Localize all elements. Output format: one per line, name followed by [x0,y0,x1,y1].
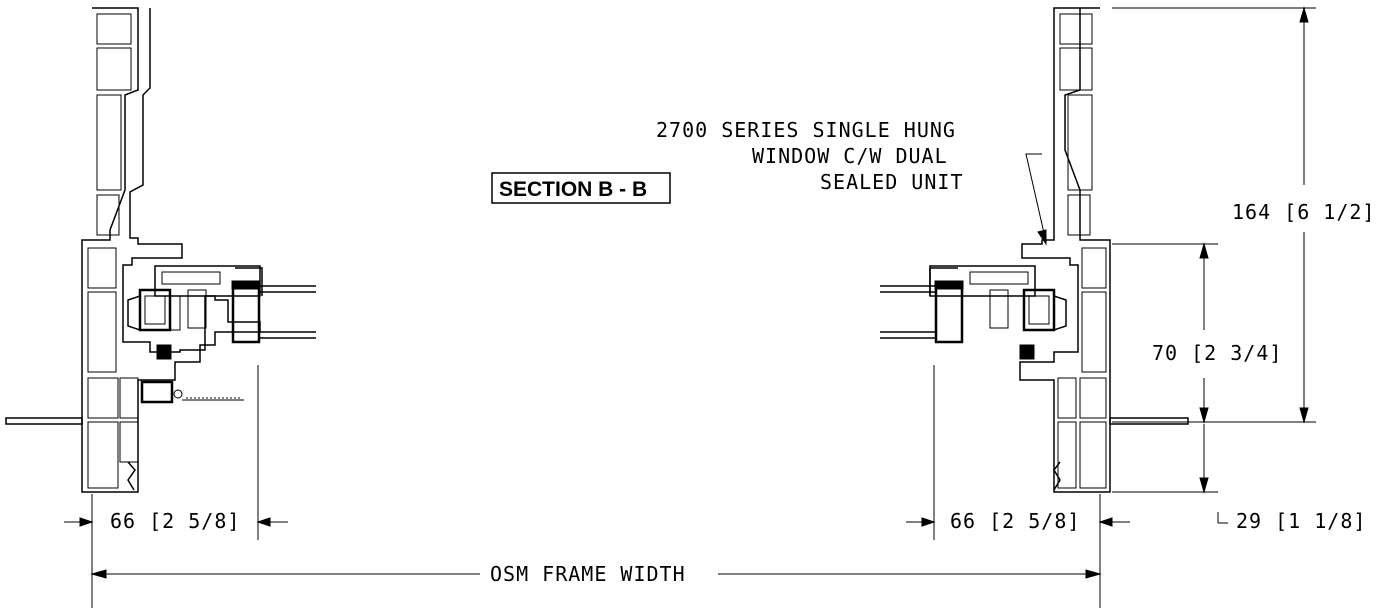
section-title: SECTION B - B [499,178,647,201]
callout-line-2: WINDOW C/W DUAL [752,144,948,168]
dim-sash-height: 70 [2 3/4] [1152,341,1282,365]
left-jamb-profile [5,7,316,493]
dim-left-frame: 66 [2 5/8] [110,509,240,533]
callout-line-1: 2700 SERIES SINGLE HUNG [656,118,956,142]
dimension-lines [64,6,1316,608]
dim-overall-height: 164 [6 1/2] [1232,200,1375,224]
callout-line-3: SEALED UNIT [820,170,963,194]
dim-sill-height: 29 [1 1/8] [1236,509,1366,533]
dim-right-frame: 66 [2 5/8] [950,509,1080,533]
right-jamb-profile [880,7,1189,493]
dim-frame-width: OSM FRAME WIDTH [490,562,686,586]
section-title-box [491,172,671,204]
